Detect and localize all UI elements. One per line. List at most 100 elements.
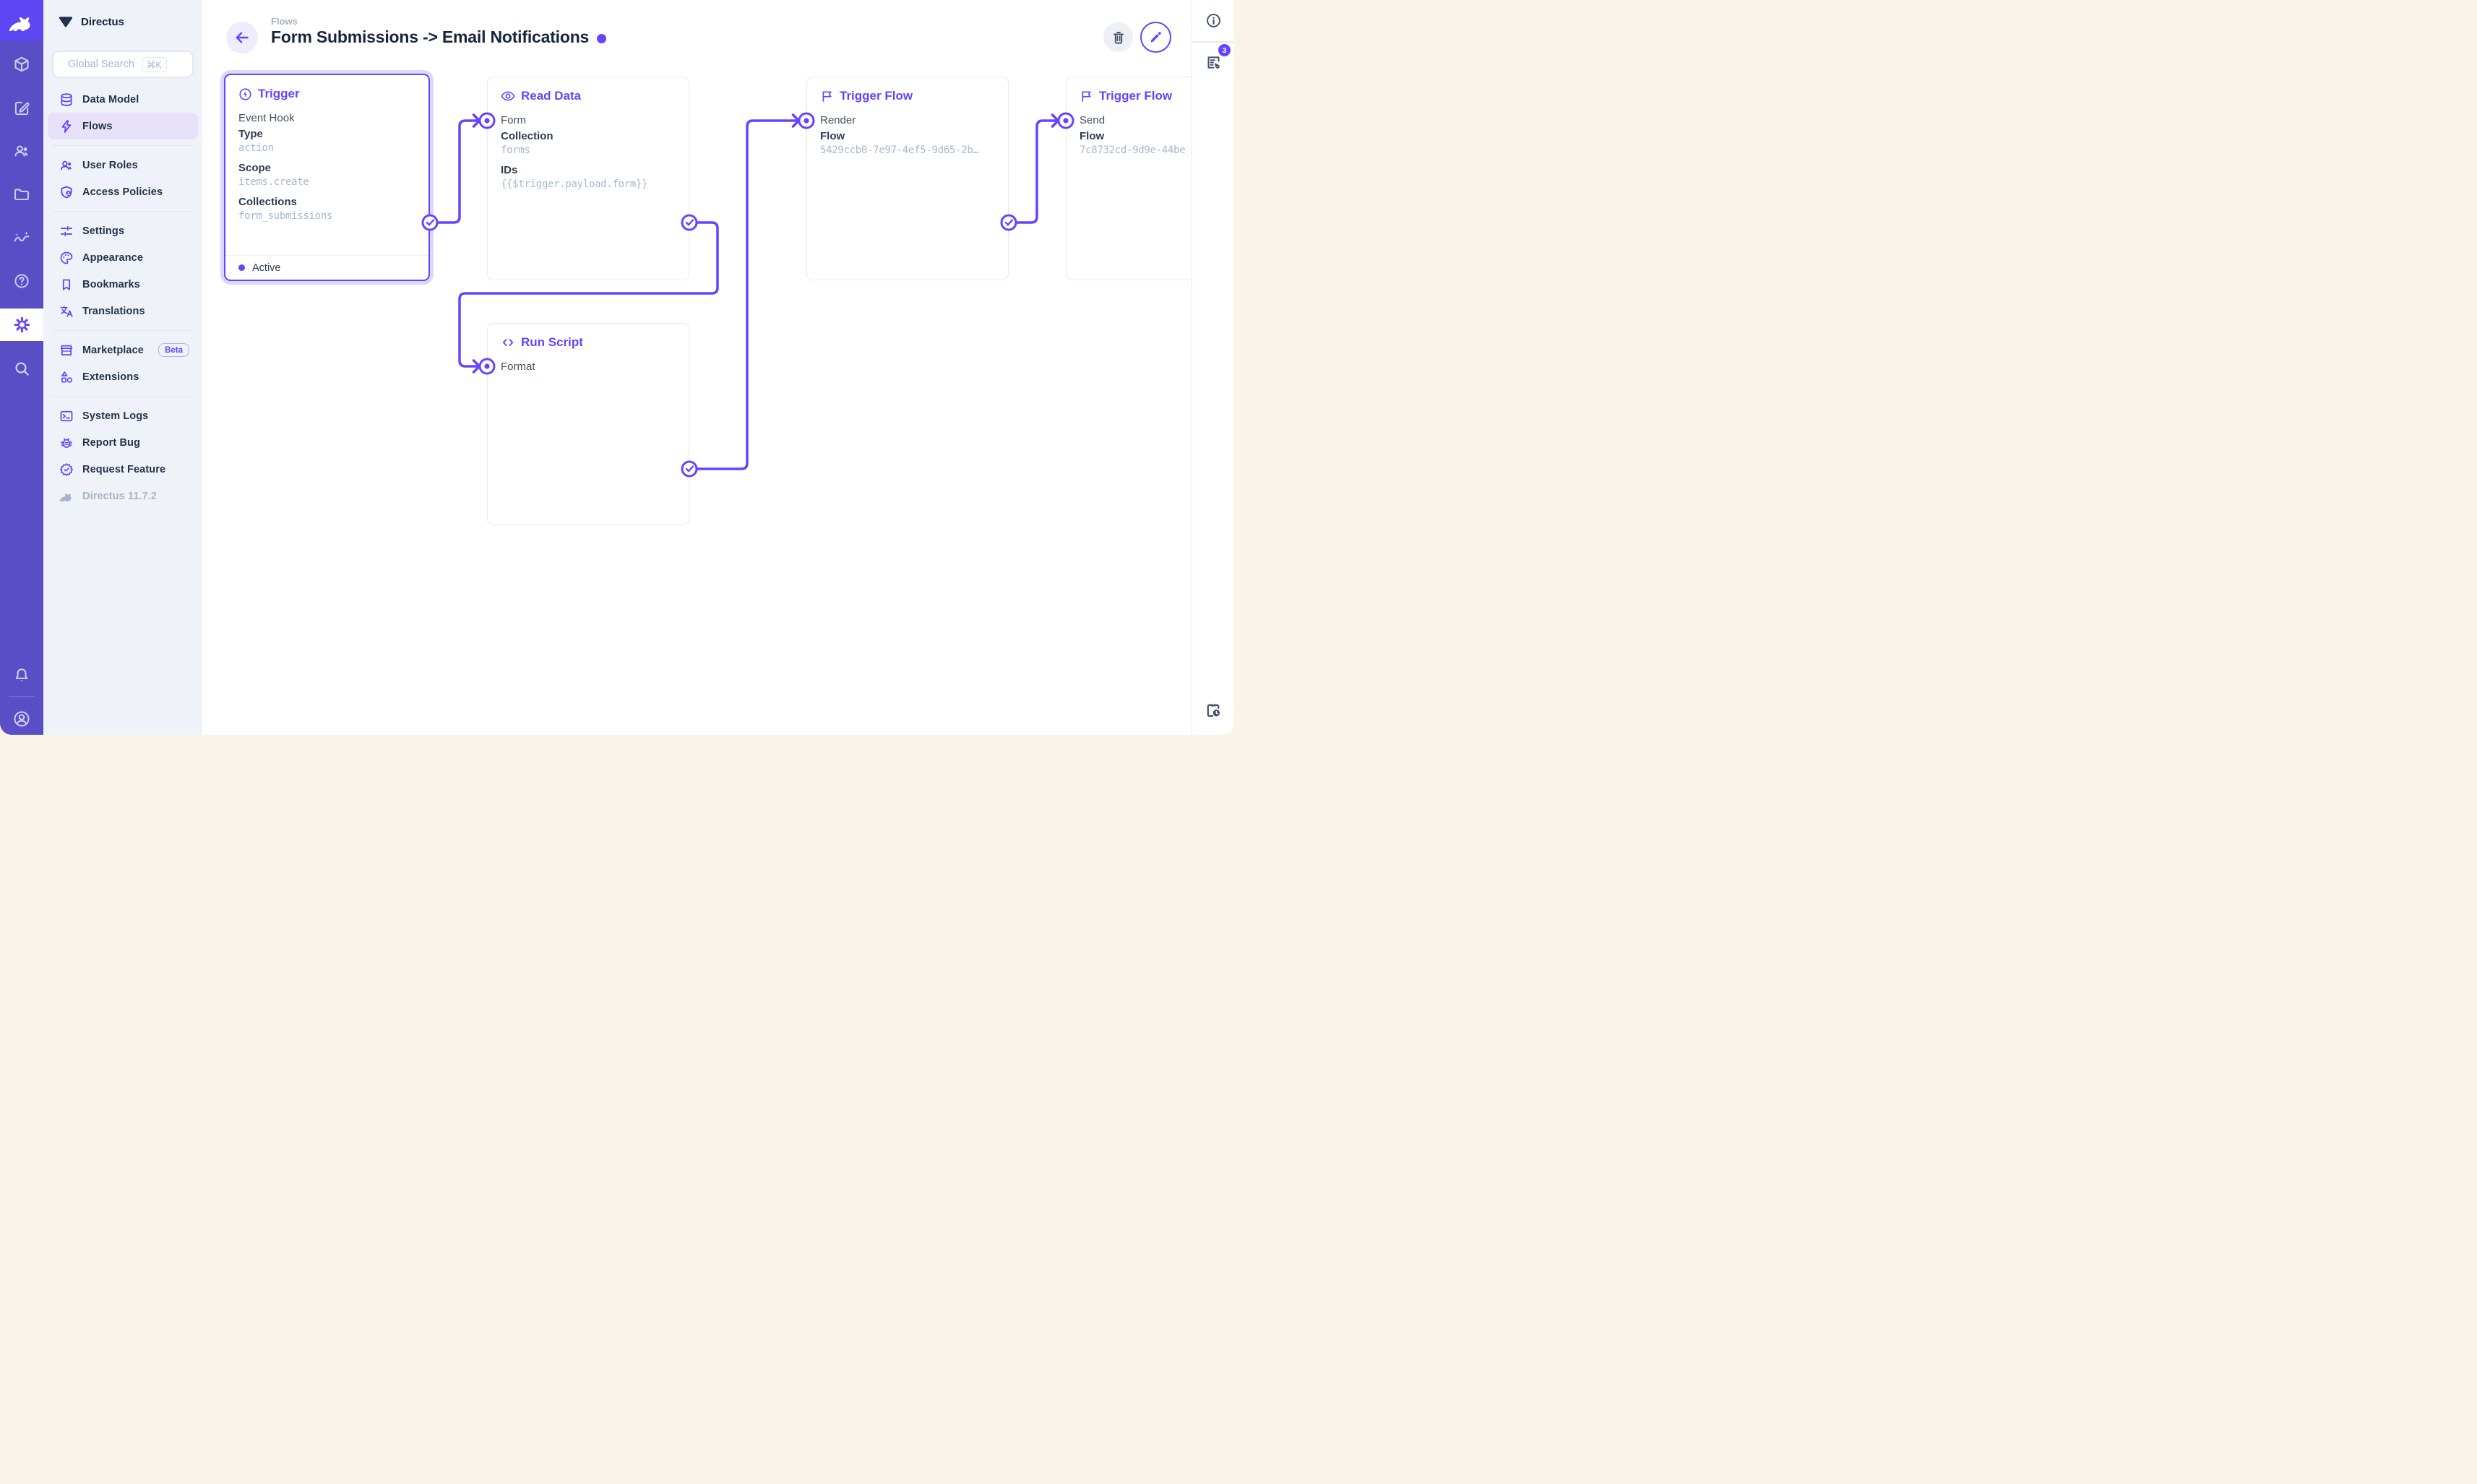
search-shortcut-kbd: ⌘K: [141, 56, 167, 72]
breadcrumb[interactable]: Flows: [271, 16, 298, 27]
module-help[interactable]: [0, 265, 43, 297]
flag-icon: [822, 90, 832, 102]
edit-flow-button[interactable]: [1140, 22, 1171, 53]
rabbit-logo-icon: [9, 17, 30, 31]
project-header[interactable]: Directus: [43, 0, 202, 32]
gear-icon: [0, 309, 43, 341]
module-editor[interactable]: [0, 92, 43, 124]
sidebar-item-request-feature[interactable]: Request Feature: [48, 456, 198, 483]
palette-icon: [59, 251, 74, 265]
field-label: Type: [238, 128, 263, 140]
node-run-script-title: Run Script: [501, 335, 676, 350]
right-sidebar: 3: [1192, 0, 1234, 735]
nav-sidebar: Directus Global Search ⌘K Data Model: [43, 0, 202, 735]
node-trigger-title: Trigger: [238, 87, 415, 101]
modulebar-divider: [9, 696, 35, 697]
active-dot: [238, 264, 245, 271]
account-circle-icon: [14, 711, 30, 727]
field-label: Flow: [1080, 130, 1105, 142]
sidebar-item-appearance[interactable]: Appearance: [48, 244, 198, 271]
node-trigger-flow-title: Trigger Flow: [1080, 89, 1192, 103]
trigger-subtitle: Event Hook: [238, 112, 295, 124]
tune-icon: [59, 224, 74, 238]
bell-icon: [15, 668, 28, 681]
verified-badge-icon: [59, 462, 74, 477]
field-label: Collections: [238, 196, 297, 208]
module-bar: [0, 0, 43, 735]
module-insights[interactable]: [0, 222, 43, 254]
sidebar-item-report-bug[interactable]: Report Bug: [48, 429, 198, 456]
field-label: Flow: [820, 130, 845, 142]
node-name: Render: [820, 114, 856, 126]
field-label: Collection: [501, 130, 553, 142]
module-search[interactable]: [0, 353, 43, 384]
notifications-button[interactable]: [0, 660, 43, 691]
node-read-data[interactable]: Read Data Form Collection forms IDs {{$t…: [487, 77, 689, 280]
version-label: Directus 11.7.2: [82, 490, 158, 502]
node-name: Form: [501, 114, 526, 126]
back-button[interactable]: [226, 22, 258, 53]
arrow-left-icon: [236, 32, 249, 43]
nav-divider: [52, 145, 194, 146]
module-files[interactable]: [0, 178, 43, 210]
bug-icon: [59, 436, 74, 450]
flow-canvas: Flows Form Submissions -> Email Notifica…: [202, 0, 1192, 735]
global-search-input[interactable]: Global Search ⌘K: [52, 51, 194, 78]
active-label: Active: [252, 262, 281, 274]
sidebar-item-translations[interactable]: Translations: [48, 298, 198, 324]
logs-button[interactable]: 3: [1199, 44, 1231, 77]
nav-divider: [52, 396, 194, 397]
sidebar-item-data-model[interactable]: Data Model: [48, 86, 198, 113]
group-icon: [59, 158, 74, 173]
search-placeholder: Global Search: [68, 59, 134, 70]
arrowhead-icon: [1051, 113, 1060, 128]
status-dot: [597, 33, 607, 43]
wire-run-script-to-render: [695, 119, 799, 470]
trash-icon: [1113, 31, 1124, 44]
arrowhead-icon: [791, 113, 801, 128]
pending-revisions-button[interactable]: [1199, 696, 1228, 725]
sidebar-item-access-policies[interactable]: Access Policies: [48, 178, 198, 205]
shield-person-icon: [59, 185, 74, 199]
field-value: 7c8732cd-9d9e-44be: [1080, 144, 1186, 156]
sidebar-item-flows[interactable]: Flows: [48, 113, 198, 139]
app-window: Directus Global Search ⌘K Data Model: [0, 0, 1234, 735]
info-icon: [1206, 13, 1220, 27]
search-icon: [15, 362, 29, 376]
app-version: Directus 11.7.2: [48, 483, 198, 509]
sidebar-divider: [1192, 41, 1234, 43]
sidebar-item-bookmarks[interactable]: Bookmarks: [48, 271, 198, 298]
nav-divider: [52, 330, 194, 331]
delete-flow-button[interactable]: [1103, 22, 1133, 52]
bolt-icon: [59, 119, 74, 134]
sidebar-item-marketplace[interactable]: Marketplace Beta: [48, 337, 198, 363]
module-settings-active[interactable]: [0, 309, 43, 341]
field-value: 5429ccb0-7e97-4ef5-9d65-2b…: [820, 144, 979, 156]
people-icon: [14, 145, 28, 157]
field-value: {{$trigger.payload.form}}: [501, 178, 648, 190]
field-value: form_submissions: [238, 210, 333, 222]
user-avatar[interactable]: [0, 703, 43, 735]
field-label: Scope: [238, 162, 272, 174]
node-run-script[interactable]: Run Script Format: [487, 323, 689, 525]
node-trigger[interactable]: Trigger Event Hook Type action Scope ite…: [224, 74, 430, 281]
directus-logo[interactable]: [0, 0, 43, 41]
node-name: Format: [501, 361, 535, 373]
field-label: IDs: [501, 164, 518, 176]
node-trigger-flow-send[interactable]: Trigger Flow Send Flow 7c8732cd-9d9e-44b…: [1066, 77, 1192, 280]
sidebar-item-settings[interactable]: Settings: [48, 217, 198, 244]
info-button[interactable]: [1199, 6, 1228, 35]
trigger-bolt-icon: [239, 87, 251, 100]
terminal-icon: [59, 409, 74, 423]
node-trigger-flow-render[interactable]: Trigger Flow Render Flow 5429ccb0-7e97-4…: [806, 77, 1009, 280]
wire-render-to-send: [1015, 119, 1059, 224]
sidebar-item-system-logs[interactable]: System Logs: [48, 402, 198, 429]
module-content[interactable]: [0, 48, 43, 80]
nav-divider: [52, 211, 194, 212]
sidebar-item-extensions[interactable]: Extensions: [48, 363, 198, 390]
field-value: action: [238, 142, 274, 154]
module-users[interactable]: [0, 135, 43, 167]
sidebar-item-user-roles[interactable]: User Roles: [48, 152, 198, 178]
logs-icon: [1207, 56, 1220, 69]
project-name: Directus: [81, 15, 125, 28]
